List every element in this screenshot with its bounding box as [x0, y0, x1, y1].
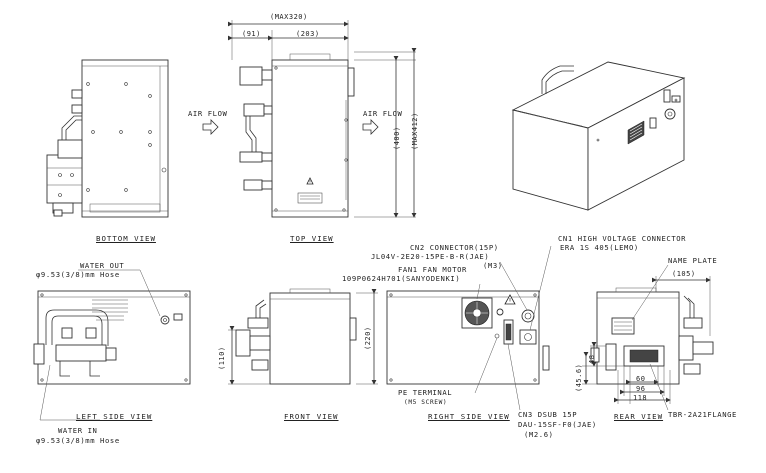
front-view-drawing: [228, 288, 378, 385]
left-side-view-caption: LEFT SIDE VIEW: [76, 412, 153, 421]
right-side-view-drawing: [386, 245, 552, 411]
cn2-title-label: CN2 CONNECTOR(15P): [410, 243, 499, 252]
name-plate-label: NAME PLATE: [668, 256, 718, 265]
cn1-part-label: ERA 1S 405(LEMO): [560, 243, 639, 252]
pe-screw-label: (M5 SCREW): [404, 399, 448, 406]
top-view-drawing: [202, 20, 417, 218]
fan-title-label: FAN1 FAN MOTOR: [398, 265, 467, 274]
cn3-title-label: CN3 DSUB 15P: [518, 410, 578, 419]
dim-max320: (MAX320): [270, 13, 308, 21]
water-out-label: WATER OUT: [80, 261, 125, 270]
dim-105: (105): [672, 270, 696, 278]
dim-220: (220): [364, 326, 372, 350]
rear-view-caption: REAR VIEW: [614, 412, 664, 421]
flange-label: TBR-2A21FLANGE: [668, 410, 737, 419]
cn3-part-label: DAU-15SF-F0(JAE): [518, 420, 597, 429]
dim-400: (400): [393, 126, 401, 150]
bottom-view-drawing: [46, 59, 169, 218]
dim-60: 60: [636, 375, 646, 383]
top-view-caption: TOP VIEW: [290, 234, 334, 243]
pe-title-label: PE TERMINAL: [398, 388, 453, 397]
water-out-hose-label: φ9.53(3/8)mm Hose: [36, 270, 120, 279]
water-in-label: WATER IN: [58, 426, 98, 435]
fan-part-label: 109P0624H701(SANYODENKI): [342, 274, 461, 283]
bottom-view-caption: BOTTOM VIEW: [96, 234, 156, 243]
isometric-view-drawing: [511, 61, 686, 211]
cn2-part-label: JL04V-2E20-15PE-B-R(JAE): [371, 252, 490, 261]
air-flow-out-label: AIR FLOW: [363, 109, 403, 118]
dim-91: (91): [242, 30, 261, 38]
water-in-hose-label: φ9.53(3/8)mm Hose: [36, 436, 120, 445]
dim-48: 48: [588, 354, 596, 364]
dim-max412: (MAX412): [411, 112, 419, 150]
air-flow-in-label: AIR FLOW: [188, 109, 228, 118]
cn3-screw-label: (M2.6): [524, 430, 554, 439]
dim-118: 118: [633, 394, 648, 402]
dim-45-6: (45.6): [575, 363, 583, 392]
right-side-view-caption: RIGHT SIDE VIEW: [428, 412, 510, 421]
dim-110: (110): [218, 346, 226, 370]
left-side-view-drawing: [33, 269, 191, 421]
front-view-caption: FRONT VIEW: [284, 412, 339, 421]
cn1-title-label: CN1 HIGH VOLTAGE CONNECTOR: [558, 234, 687, 243]
dim-203: (203): [296, 30, 320, 38]
dim-96: 96: [636, 385, 646, 393]
cn2-screw-label: (M3): [483, 261, 503, 270]
rear-view-drawing: [582, 264, 714, 411]
